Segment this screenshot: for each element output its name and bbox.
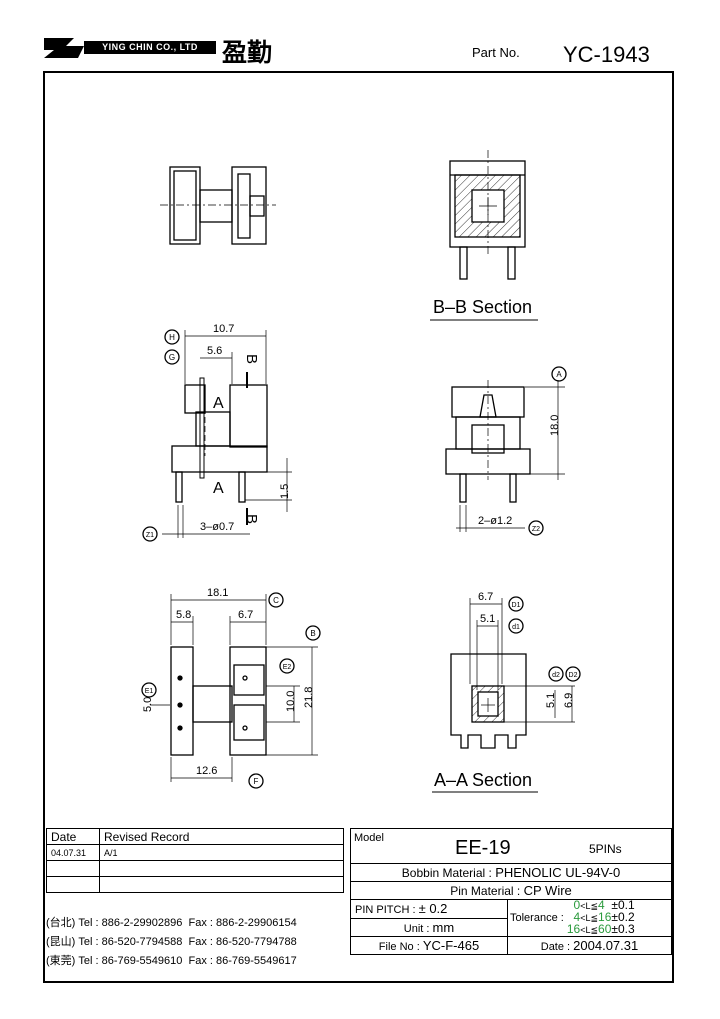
dim-10-7: 10.7	[213, 323, 234, 335]
model-cell: Model EE-19 5PINs	[350, 828, 672, 864]
dim-5-8: 5.8	[176, 609, 191, 621]
rev-record-header: Revised Record	[99, 828, 344, 845]
contact-list: (台北) Tel : 886-2-29902896 Fax : 886-2-29…	[46, 914, 346, 971]
unit-cell: Unit : mm	[350, 917, 508, 937]
marker-d1-small: d1	[512, 624, 520, 631]
bb-section-view	[430, 150, 538, 321]
marker-f-circle	[248, 773, 264, 789]
front-view	[162, 330, 292, 538]
aa-section-view	[432, 598, 575, 793]
rev-date-header: Date	[46, 828, 100, 845]
rev-row-record	[99, 876, 344, 893]
pin-material: CP Wire	[523, 883, 572, 898]
tolerance-cell: Tolerance : 0<L≦4 ±0.1 4<L≦16±0.2 16<L≦6…	[507, 899, 672, 937]
rev-row-record: A/1	[99, 844, 344, 861]
title-block-header: YING CHIN CO., LTD 盈勤 Part No. YC-1943	[0, 0, 720, 75]
right-front-view	[445, 380, 565, 532]
dim-2-pins: 2–ø1.2	[478, 515, 512, 527]
contact-row: (昆山) Tel : 86-520-7794588 Fax : 86-520-7…	[46, 936, 297, 948]
part-no-label: Part No.	[472, 45, 520, 60]
marker-e1-circle	[141, 682, 157, 698]
dim-5-6: 5.6	[207, 345, 222, 357]
dim-5-0: 5.0	[142, 697, 154, 712]
marker-d1-circle	[508, 596, 524, 612]
dim-18-1: 18.1	[207, 587, 228, 599]
rev-row-record	[99, 860, 344, 877]
marker-d1: D1	[512, 602, 521, 609]
marker-e2: E2	[283, 664, 292, 671]
marker-b-circle	[305, 625, 321, 641]
contact-row: (東莞) Tel : 86-769-5549610 Fax : 86-769-5…	[46, 955, 297, 967]
revision-table: Date Revised Record 04.07.31 A/1	[46, 828, 344, 893]
company-name-cn: 盈勤	[222, 38, 273, 67]
aa-section-label: A–A Section	[434, 770, 532, 790]
marker-d2-small: d2	[552, 672, 560, 679]
dim-12-6: 12.6	[196, 765, 217, 777]
marker-a-circle	[551, 366, 567, 382]
dim-10-0: 10.0	[285, 691, 297, 712]
dim-18-0: 18.0	[549, 415, 561, 436]
file-no-cell: File No : YC-F-465	[350, 936, 508, 955]
dim-3-pins: 3–ø0.7	[200, 521, 234, 533]
pin-material-row: Pin Material : CP Wire	[350, 881, 672, 900]
rev-row-date	[46, 876, 100, 893]
spec-table: Model EE-19 5PINs Bobbin Material : PHEN…	[350, 828, 672, 955]
marker-h-circle	[164, 329, 180, 345]
marker-d2: D2	[569, 672, 578, 679]
marker-z2-circle	[528, 520, 544, 536]
marker-g-circle	[164, 349, 180, 365]
company-logo-icon	[44, 38, 84, 58]
section-a-label-bottom: A	[213, 480, 224, 497]
bottom-view	[150, 594, 318, 782]
model-value: EE-19	[455, 837, 511, 859]
pin-count: 5PINs	[589, 842, 622, 856]
company-name: YING CHIN CO., LTD	[84, 41, 216, 54]
dim-5-1b: 5.1	[545, 693, 557, 708]
dim-5-1a: 5.1	[480, 613, 495, 625]
marker-a: A	[556, 370, 562, 379]
marker-e2-circle	[279, 658, 295, 674]
bobbin-material-row: Bobbin Material : PHENOLIC UL-94V-0	[350, 863, 672, 882]
marker-e1: E1	[145, 688, 154, 695]
marker-z1: Z1	[146, 532, 154, 539]
rev-row-date	[46, 860, 100, 877]
dim-1-5: 1.5	[279, 484, 291, 499]
marker-g: G	[169, 353, 175, 362]
marker-c-circle	[268, 592, 284, 608]
marker-b: B	[310, 629, 315, 638]
marker-f: F	[254, 777, 259, 786]
bb-section-label: B–B Section	[433, 297, 532, 317]
dim-6-7a: 6.7	[238, 609, 253, 621]
marker-z1-circle	[142, 526, 158, 542]
part-no-value: YC-1943	[563, 42, 650, 67]
marker-d2-small-circle	[548, 666, 564, 682]
section-a-label-top: A	[213, 395, 224, 412]
date-cell: Date : 2004.07.31	[507, 936, 672, 955]
dim-6-9: 6.9	[563, 693, 575, 708]
section-b-label-bottom: B	[243, 514, 260, 524]
marker-z2: Z2	[532, 526, 540, 533]
dim-6-7b: 6.7	[478, 591, 493, 603]
drawing-frame	[43, 71, 674, 983]
contact-row: (台北) Tel : 886-2-29902896 Fax : 886-2-29…	[46, 917, 297, 929]
rev-row-date: 04.07.31	[46, 844, 100, 861]
marker-c: C	[273, 596, 279, 605]
section-b-label-top: B	[243, 354, 260, 364]
marker-d1-small-circle	[508, 618, 524, 634]
dim-21-8: 21.8	[303, 687, 315, 708]
bobbin-material: PHENOLIC UL-94V-0	[495, 865, 621, 880]
pin-pitch-cell: PIN PITCH : ± 0.2	[350, 899, 508, 919]
marker-d2-circle	[565, 666, 581, 682]
marker-h: H	[169, 333, 175, 342]
top-view	[160, 166, 276, 245]
